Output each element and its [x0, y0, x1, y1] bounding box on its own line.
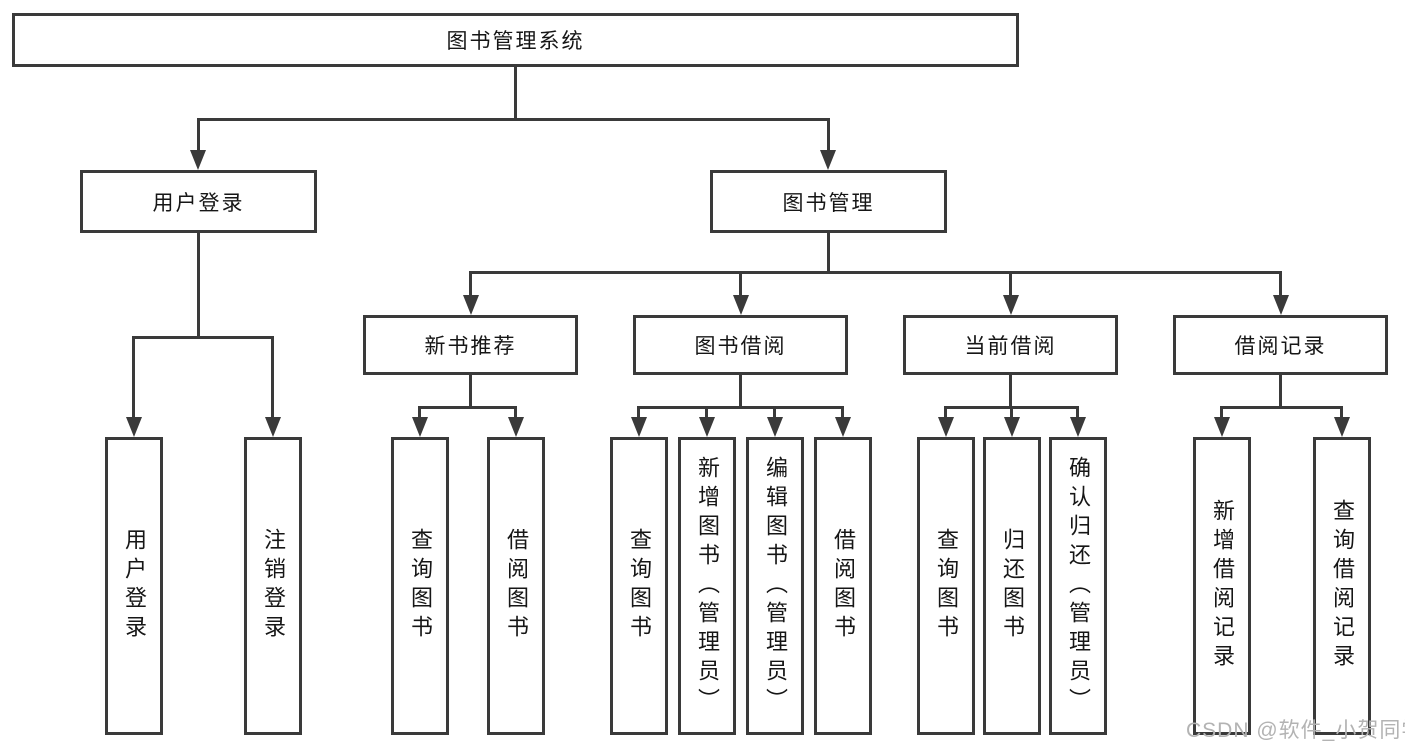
connector-root-rail [197, 118, 830, 121]
leaf-logout-label: 注销登录 [261, 528, 286, 644]
leaf-borrow-query-books: 查询图书 [610, 437, 668, 735]
connector-borrow-down [739, 375, 742, 406]
arrow-down-icon [508, 417, 524, 437]
arrow-down-icon [1004, 417, 1020, 437]
arrow-down-icon [412, 417, 428, 437]
connector-records-down [1279, 375, 1282, 406]
node-borrow-records-label: 借阅记录 [1234, 335, 1327, 358]
arrow-down-icon [1070, 417, 1086, 437]
connector-leaf-stem [1076, 409, 1079, 417]
node-user-login: 用户登录 [80, 170, 317, 233]
arrow-down-icon [1273, 295, 1289, 315]
connector-leaf-stem [1010, 409, 1013, 417]
csdn-watermark: CSDN @软件_小贺同学 [1186, 719, 1405, 742]
arrow-down-icon [820, 150, 836, 170]
node-book-borrow: 图书借阅 [633, 315, 848, 375]
arrow-down-icon [699, 417, 715, 437]
arrow-down-icon [1334, 417, 1350, 437]
connector-leaf-logout-stem [271, 339, 274, 417]
leaf-newbooks-borrow-books: 借阅图书 [487, 437, 545, 735]
leaf-records-add-record-label: 新增借阅记录 [1210, 499, 1235, 673]
connector-root-stem [514, 67, 517, 118]
connector-records-rail [1220, 406, 1343, 409]
leaf-current-return-books: 归还图书 [983, 437, 1041, 735]
connector-leaf-stem [514, 409, 517, 417]
leaf-borrow-add-books-admin: 新增图书（管理员） [678, 437, 736, 735]
connector-leaf-login-stem [132, 339, 135, 417]
connector-records-stem [1279, 274, 1282, 295]
connector-current-stem [1009, 274, 1012, 295]
leaf-newbooks-borrow-books-label: 借阅图书 [504, 528, 529, 644]
connector-user-login-stem [197, 121, 200, 152]
leaf-current-query-books: 查询图书 [917, 437, 975, 735]
arrow-down-icon [938, 417, 954, 437]
arrow-down-icon [265, 417, 281, 437]
connector-new-books-down [469, 375, 472, 406]
connector-leaf-stem [1220, 409, 1223, 417]
node-current-borrow: 当前借阅 [903, 315, 1118, 375]
arrow-down-icon [835, 417, 851, 437]
connector-current-rail [944, 406, 1079, 409]
arrow-down-icon [190, 150, 206, 170]
leaf-user-login-label: 用户登录 [122, 528, 147, 644]
arrow-down-icon [463, 295, 479, 315]
connector-user-login-down [197, 233, 200, 336]
connector-leaf-stem [418, 409, 421, 417]
connector-borrow-rail [637, 406, 844, 409]
connector-leaf-stem [773, 409, 776, 417]
node-borrow-records: 借阅记录 [1173, 315, 1388, 375]
arrow-down-icon [733, 295, 749, 315]
node-book-borrow-label: 图书借阅 [694, 335, 787, 358]
leaf-current-confirm-return-admin: 确认归还（管理员） [1049, 437, 1107, 735]
leaf-newbooks-query-books-label: 查询图书 [408, 528, 433, 644]
leaf-borrow-add-books-admin-label: 新增图书（管理员） [695, 455, 720, 717]
leaf-borrow-query-books-label: 查询图书 [627, 528, 652, 644]
node-book-management: 图书管理 [710, 170, 947, 233]
connector-book-mgmt-stem [827, 121, 830, 152]
leaf-records-add-record: 新增借阅记录 [1193, 437, 1251, 735]
leaf-user-login: 用户登录 [105, 437, 163, 735]
connector-leaf-stem [841, 409, 844, 417]
connector-leaf-stem [637, 409, 640, 417]
connector-new-books-stem [469, 274, 472, 295]
connector-user-login-rail [132, 336, 274, 339]
connector-leaf-stem [1340, 409, 1343, 417]
leaf-records-query-record: 查询借阅记录 [1313, 437, 1371, 735]
connector-borrow-stem [739, 274, 742, 295]
connector-leaf-stem [705, 409, 708, 417]
connector-book-mgmt-rail [469, 271, 1282, 274]
arrow-down-icon [126, 417, 142, 437]
connector-new-books-rail [418, 406, 517, 409]
node-current-borrow-label: 当前借阅 [964, 335, 1057, 358]
leaf-records-query-record-label: 查询借阅记录 [1330, 499, 1355, 673]
leaf-logout: 注销登录 [244, 437, 302, 735]
leaf-current-query-books-label: 查询图书 [934, 528, 959, 644]
leaf-current-return-books-label: 归还图书 [1000, 528, 1025, 644]
connector-current-down [1009, 375, 1012, 406]
arrow-down-icon [631, 417, 647, 437]
leaf-borrow-edit-books-admin: 编辑图书（管理员） [746, 437, 804, 735]
leaf-current-confirm-return-admin-label: 确认归还（管理员） [1066, 455, 1091, 717]
arrow-down-icon [1214, 417, 1230, 437]
leaf-newbooks-query-books: 查询图书 [391, 437, 449, 735]
node-user-login-label: 用户登录 [152, 191, 245, 215]
node-root-system: 图书管理系统 [12, 13, 1019, 67]
connector-book-mgmt-down [827, 233, 830, 271]
leaf-borrow-borrow-books-label: 借阅图书 [831, 528, 856, 644]
connector-leaf-stem [944, 409, 947, 417]
arrow-down-icon [767, 417, 783, 437]
arrow-down-icon [1003, 295, 1019, 315]
leaf-borrow-edit-books-admin-label: 编辑图书（管理员） [763, 455, 788, 717]
node-new-book-recommend-label: 新书推荐 [424, 335, 517, 358]
leaf-borrow-borrow-books: 借阅图书 [814, 437, 872, 735]
node-new-book-recommend: 新书推荐 [363, 315, 578, 375]
node-root-system-label: 图书管理系统 [446, 30, 585, 53]
node-book-management-label: 图书管理 [782, 191, 875, 215]
